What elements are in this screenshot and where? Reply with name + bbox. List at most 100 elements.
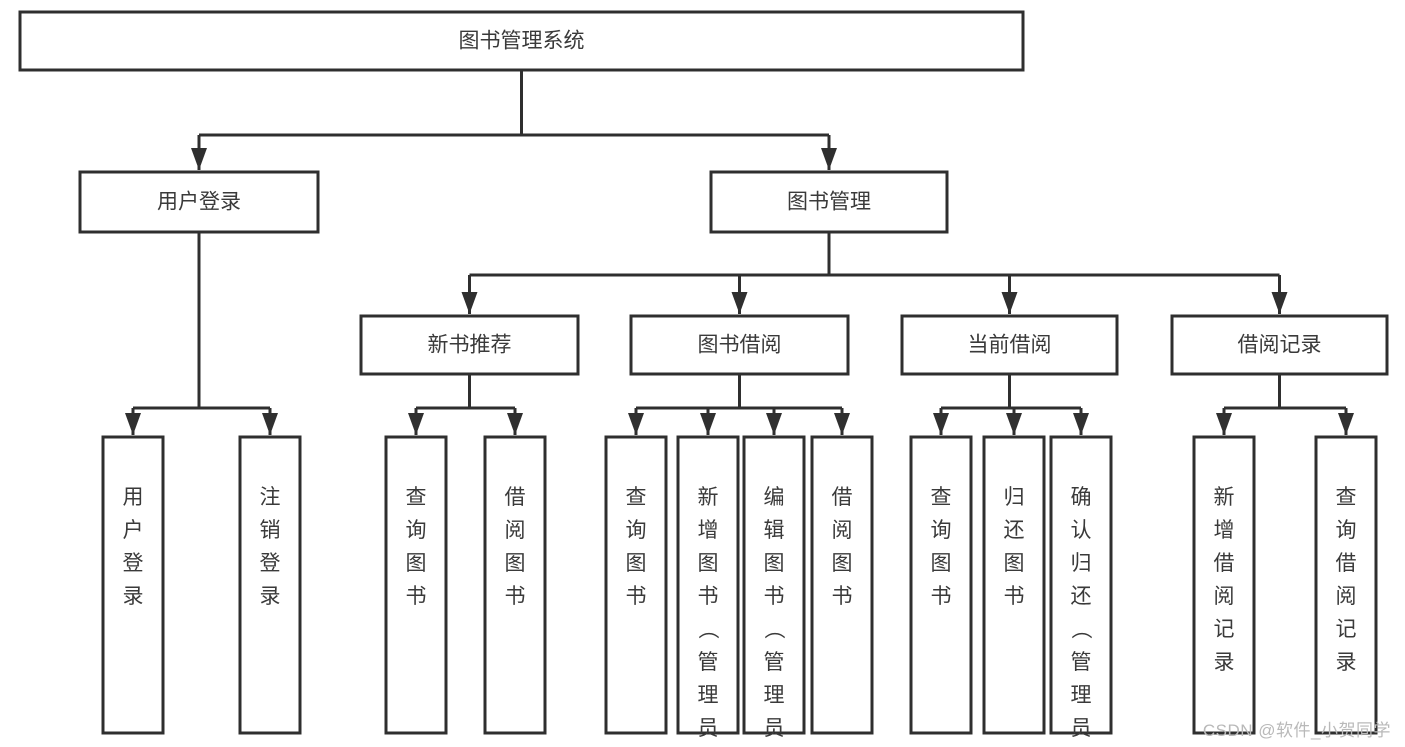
arrow-head-icon: [1073, 413, 1089, 435]
node-new-book-recommend[interactable]: 新书推荐: [359, 314, 580, 376]
arrow-head-icon: [1006, 413, 1022, 435]
node-label-char: 增: [1214, 519, 1235, 542]
node-label-char: 归: [1004, 486, 1025, 509]
arrow-head-icon: [1271, 292, 1288, 314]
node-box[interactable]: [629, 314, 850, 376]
node-leaf-user-login[interactable]: 用户登录: [101, 435, 165, 735]
arrow-head-icon: [700, 413, 716, 435]
node-box[interactable]: [742, 435, 806, 735]
node-label-char: 增: [698, 519, 719, 542]
node-box[interactable]: [810, 435, 874, 735]
node-box[interactable]: [1192, 435, 1256, 735]
arrow-head-icon: [1338, 413, 1354, 435]
node-label: 新书推荐: [428, 334, 512, 357]
node-box[interactable]: [18, 10, 1025, 72]
node-label-char: 登: [123, 552, 144, 575]
node-box[interactable]: [359, 314, 580, 376]
node-label-char: 录: [260, 585, 281, 608]
node-box[interactable]: [676, 435, 740, 735]
node-label-char: 书: [406, 585, 427, 608]
node-label: 图书借阅: [698, 334, 782, 357]
node-box[interactable]: [909, 435, 973, 735]
node-label-char: 书: [931, 585, 952, 608]
node-book-borrow[interactable]: 图书借阅: [629, 314, 850, 376]
node-box[interactable]: [483, 435, 547, 735]
node-label-char: 辑: [764, 519, 785, 542]
node-book-management[interactable]: 图书管理: [709, 170, 949, 234]
node-label-char: 图: [931, 552, 952, 575]
node-label-char: 书: [832, 585, 853, 608]
node-label-char: 查: [626, 486, 647, 509]
node-label-char: 借: [832, 486, 853, 509]
node-label-char: 归: [1071, 552, 1092, 575]
node-box[interactable]: [1049, 435, 1113, 735]
node-label-char: 编: [764, 486, 785, 509]
node-label-char: 书: [1004, 585, 1025, 608]
arrow-head-icon: [125, 413, 141, 435]
node-label-char: 登: [260, 552, 281, 575]
node-current-borrow[interactable]: 当前借阅: [900, 314, 1119, 376]
node-label-char: 用: [123, 486, 144, 509]
node-label-char: 销: [260, 519, 281, 542]
node-label-char: 理: [698, 684, 719, 707]
node-user-login[interactable]: 用户登录: [78, 170, 320, 234]
node-box[interactable]: [384, 435, 448, 735]
node-label-char: 询: [1336, 519, 1357, 542]
node-box[interactable]: [900, 314, 1119, 376]
node-box[interactable]: [238, 435, 302, 735]
node-label-char: 书: [698, 585, 719, 608]
node-borrow-records[interactable]: 借阅记录: [1170, 314, 1389, 376]
node-box[interactable]: [604, 435, 668, 735]
node-label-char: 户: [123, 519, 144, 542]
node-box[interactable]: [709, 170, 949, 234]
node-label-char: 查: [931, 486, 952, 509]
arrow-head-icon: [408, 413, 424, 435]
arrow-head-icon: [766, 413, 782, 435]
node-box[interactable]: [982, 435, 1046, 735]
node-label-char: 还: [1004, 519, 1025, 542]
node-box[interactable]: [101, 435, 165, 735]
node-label-char: 图: [505, 552, 526, 575]
node-label-char: 图: [832, 552, 853, 575]
node-label-char: 记: [1336, 618, 1357, 641]
node-label-char: 管: [764, 651, 785, 674]
arrow-head-icon: [1216, 413, 1232, 435]
node-label-char: 借: [1336, 552, 1357, 575]
node-box[interactable]: [1314, 435, 1378, 735]
node-label-char: （: [1069, 618, 1092, 639]
arrow-head-icon: [262, 413, 278, 435]
node-label-char: （: [762, 618, 785, 639]
node-label-char: 理: [764, 684, 785, 707]
arrow-head-icon: [191, 148, 207, 170]
node-label-char: 图: [764, 552, 785, 575]
node-label-char: 理: [1071, 684, 1092, 707]
node-label-char: 管: [698, 651, 719, 674]
arrow-head-icon: [933, 413, 949, 435]
node-label-char: 录: [1336, 651, 1357, 674]
node-root[interactable]: 图书管理系统: [18, 10, 1025, 72]
node-box[interactable]: [1170, 314, 1389, 376]
node-label-char: 阅: [1214, 585, 1235, 608]
node-box[interactable]: [78, 170, 320, 234]
node-label-char: 员: [698, 717, 719, 740]
node-label: 当前借阅: [968, 334, 1052, 357]
node-label-char: 图: [626, 552, 647, 575]
node-label-char: 图: [698, 552, 719, 575]
node-label-char: 还: [1071, 585, 1092, 608]
node-label-char: 询: [406, 519, 427, 542]
boxes-layer: 图书管理系统用户登录图书管理新书推荐图书借阅当前借阅借阅记录用户登录注销登录查询…: [18, 10, 1389, 747]
